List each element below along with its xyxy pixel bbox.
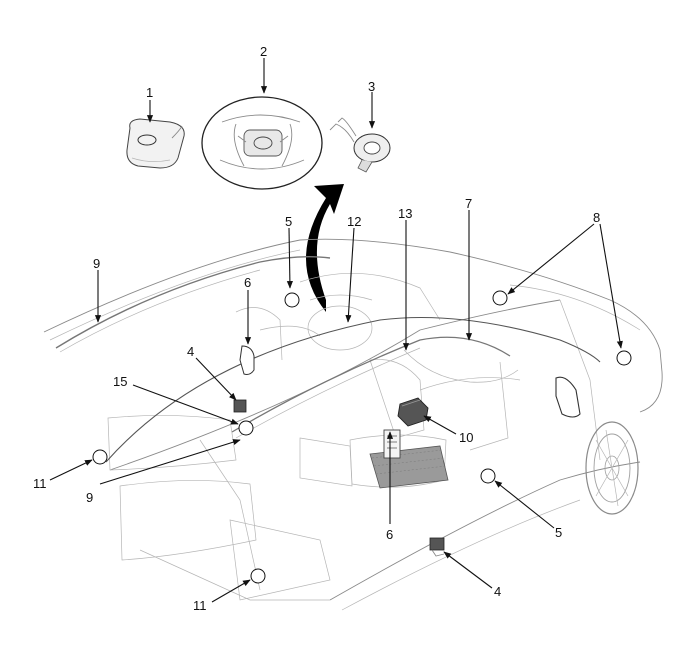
- callout-5b: 5: [555, 525, 562, 540]
- sensor-dot-8-left: [492, 290, 508, 306]
- leader-lines: [49, 58, 623, 603]
- callout-9a: 9: [93, 256, 100, 271]
- callout-7: 7: [465, 196, 472, 211]
- callout-9b: 9: [86, 490, 93, 505]
- callout-10: 10: [459, 430, 473, 445]
- sensor-dot-5-lower: [480, 468, 496, 484]
- callout-labels: 1 2 3 4 4 5 5 6 6 7 8 9 9 10 11 11 12 13…: [33, 44, 600, 613]
- callout-4a: 4: [187, 344, 194, 359]
- callout-1: 1: [146, 85, 153, 100]
- callout-5a: 5: [285, 214, 292, 229]
- sensor-markers: [92, 290, 632, 584]
- callout-13: 13: [398, 206, 412, 221]
- callout-11b: 11: [193, 598, 207, 613]
- seat-sensor-mat: [369, 429, 449, 489]
- sensor-dot-11-bottom: [250, 568, 266, 584]
- side-airbag-module: [239, 345, 255, 375]
- callout-6b: 6: [386, 527, 393, 542]
- callout-3: 3: [368, 79, 375, 94]
- callout-12: 12: [347, 214, 361, 229]
- callout-8: 8: [593, 210, 600, 225]
- clock-spring-icon: [329, 117, 391, 173]
- seat-belt-pretensioner: [233, 399, 445, 557]
- callout-6a: 6: [244, 275, 251, 290]
- callout-15: 15: [113, 374, 127, 389]
- callout-4b: 4: [494, 584, 501, 599]
- sensor-dot-11-left: [92, 449, 108, 465]
- steering-wheel-icon: [201, 96, 323, 190]
- sensor-dot-5-upper: [284, 292, 300, 308]
- callout-2: 2: [260, 44, 267, 59]
- driver-airbag-icon: [126, 118, 185, 169]
- vehicle-outline: [43, 238, 663, 611]
- sensor-dot-8-right: [616, 350, 632, 366]
- callout-11a: 11: [33, 476, 47, 491]
- curved-arrow-icon: [306, 184, 344, 312]
